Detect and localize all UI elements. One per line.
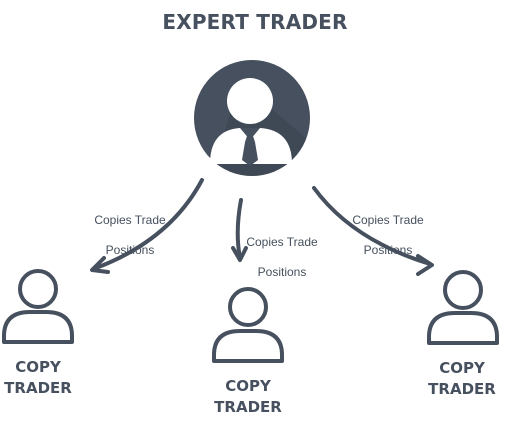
copy-trader-left-label: COPY TRADER (0, 357, 98, 399)
copy-trader-center-line2: TRADER (214, 398, 282, 416)
copy-trader-right-line1: COPY (439, 359, 485, 377)
edge-label-left: Copies Trade Positions (82, 198, 178, 273)
arrow-to-left-trader (90, 178, 204, 274)
edge-label-center-line1: Copies Trade (246, 235, 318, 249)
copy-trader-left-line2: TRADER (4, 379, 72, 397)
arrow-to-center-trader (231, 198, 248, 262)
person-outline-icon (2, 269, 74, 344)
copy-trader-right-line2: TRADER (428, 380, 496, 398)
copy-trader-center-label: COPY TRADER (188, 376, 308, 418)
edge-label-right: Copies Trade Positions (340, 198, 436, 273)
edge-label-center-line2: Positions (257, 265, 307, 279)
arrow-to-right-trader (312, 186, 434, 276)
edge-label-left-line1: Copies Trade (94, 213, 166, 227)
copy-trader-center-line1: COPY (225, 377, 271, 395)
expert-trader-icon (194, 60, 310, 176)
edge-label-right-line2: Positions (363, 243, 413, 257)
copy-trader-left-line1: COPY (15, 358, 61, 376)
person-outline-icon (427, 270, 499, 345)
edge-label-left-line2: Positions (105, 243, 155, 257)
edge-label-right-line1: Copies Trade (352, 213, 424, 227)
edge-label-center: Copies Trade Positions (234, 220, 330, 295)
diagram-title: EXPERT TRADER (162, 10, 348, 34)
person-outline-icon (212, 287, 284, 363)
copy-trader-right-label: COPY TRADER (402, 358, 510, 400)
